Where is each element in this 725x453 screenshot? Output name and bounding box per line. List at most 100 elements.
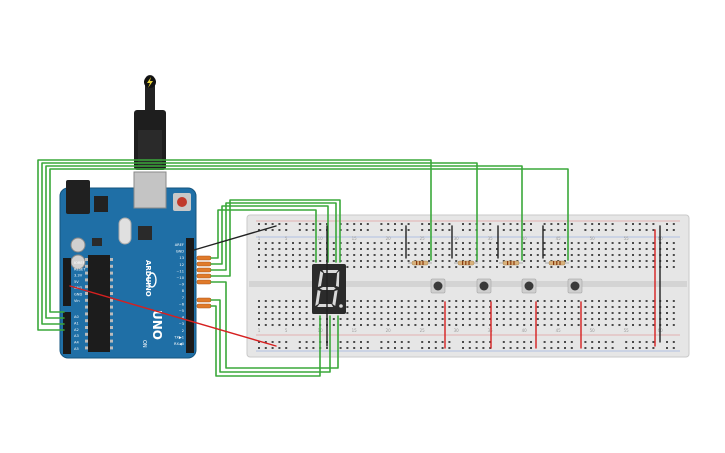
column-label: 50 [590, 236, 596, 241]
breadboard-hole [285, 266, 288, 268]
segment-resistor-array[interactable] [196, 255, 212, 309]
breadboard-hole [285, 300, 288, 302]
rail-hole [482, 223, 485, 225]
wire-button-3[interactable] [45, 165, 523, 319]
breadboard-hole [258, 300, 260, 302]
breadboard-hole [468, 318, 471, 320]
breadboard-hole [611, 324, 614, 326]
segment-resistor[interactable] [196, 297, 212, 303]
rail-hole [584, 347, 587, 349]
breadboard-hole [400, 300, 403, 302]
breadboard-hole [366, 248, 369, 250]
rail-hole [523, 341, 526, 343]
breadboard-hole [577, 260, 580, 262]
wire-5v[interactable] [69, 285, 277, 347]
digital-pin-label-RX0: RX◀0 [174, 342, 185, 346]
analog-header[interactable] [63, 312, 71, 354]
wire-segment-d[interactable] [210, 199, 341, 277]
chip-leg [110, 264, 113, 268]
segment-resistor[interactable] [196, 261, 212, 267]
arduino-brand-label: ARDUINO [144, 260, 152, 297]
arduino-uno-board[interactable]: ARDUINO UNO ON AREFGND1312~11~10~987~6~5… [59, 75, 197, 359]
column-label: 45 [556, 328, 562, 333]
wire-button-4[interactable] [49, 168, 569, 313]
rail-hole [516, 229, 519, 231]
breadboard-hole [570, 306, 573, 308]
breadboard-hole [584, 306, 587, 308]
pull-down-resistors[interactable] [408, 260, 569, 266]
push-button-cap-4[interactable] [570, 281, 580, 291]
chip-leg [110, 339, 113, 343]
wire-segment-e[interactable] [210, 281, 339, 369]
resistor-band [419, 261, 421, 265]
push-button-cap-3[interactable] [524, 281, 534, 291]
breadboard-hole [298, 266, 301, 268]
wire-button-1[interactable] [37, 159, 432, 331]
wire-button-2[interactable] [41, 162, 478, 325]
resistor-band [465, 261, 467, 265]
segment-resistor[interactable] [196, 273, 212, 279]
rail-hole [305, 229, 308, 231]
breadboard-hole [604, 318, 607, 320]
breadboard-hole [564, 318, 566, 320]
wire-segment-c[interactable] [210, 202, 337, 271]
breadboard-hole [421, 266, 424, 268]
seven-segment-display[interactable] [312, 264, 346, 314]
rail-hole [530, 341, 532, 343]
wire-segment-b[interactable] [210, 205, 329, 265]
analog-pin-label-A1: A1 [74, 321, 79, 325]
digital-header[interactable] [186, 238, 194, 353]
push-button-cap-2[interactable] [479, 281, 489, 291]
breadboard-hole [292, 324, 294, 326]
rail-hole [502, 223, 505, 225]
rail-hole [407, 347, 410, 349]
breadboard-hole [638, 260, 641, 262]
wire-segment-g[interactable] [210, 305, 321, 377]
breadboard-hole [346, 312, 349, 314]
rail-hole [462, 341, 464, 343]
wire-segment-a[interactable] [210, 209, 317, 263]
segment-resistor[interactable] [196, 303, 212, 309]
segment-resistor[interactable] [196, 267, 212, 273]
wire-segment-f[interactable] [210, 299, 331, 373]
breadboard-hole [373, 266, 376, 268]
breadboard-hole [577, 248, 580, 250]
rail-hole [380, 223, 383, 225]
power-header[interactable] [63, 258, 71, 306]
rail-hole [428, 223, 430, 225]
wires[interactable] [37, 159, 661, 377]
breadboard-hole [434, 254, 437, 256]
rail-hole [564, 223, 566, 225]
breadboard-hole [360, 324, 362, 326]
breadboard-hole [428, 260, 430, 262]
rail-hole [482, 341, 485, 343]
chip-leg [110, 278, 113, 282]
breadboard-hole [434, 260, 437, 262]
rail-hole [543, 223, 546, 225]
breadboard-hole [366, 254, 369, 256]
rail-hole [360, 223, 362, 225]
rail-hole [645, 229, 648, 231]
rail-hole [557, 341, 560, 343]
push-button-cap-1[interactable] [433, 281, 443, 291]
breadboard-hole [666, 254, 668, 256]
push-buttons[interactable] [430, 278, 583, 294]
column-label: 5 [285, 328, 288, 333]
reset-button-cap[interactable] [177, 197, 187, 207]
segment-resistor[interactable] [196, 279, 212, 285]
wire-gnd[interactable] [193, 225, 277, 251]
breadboard-hole [557, 242, 560, 244]
breadboard-hole [380, 306, 383, 308]
breadboard-hole [400, 306, 403, 308]
breadboard-hole [292, 306, 294, 308]
usb-port [133, 171, 167, 209]
breadboard-hole [591, 306, 594, 308]
breadboard-hole [285, 254, 288, 256]
segment-resistor[interactable] [196, 255, 212, 261]
breadboard-hole [278, 266, 281, 268]
analog-pin-label-A0: A0 [74, 315, 79, 319]
breadboard-hole [394, 300, 396, 302]
breadboard-hole [509, 318, 512, 320]
column-label: 20 [386, 236, 392, 241]
